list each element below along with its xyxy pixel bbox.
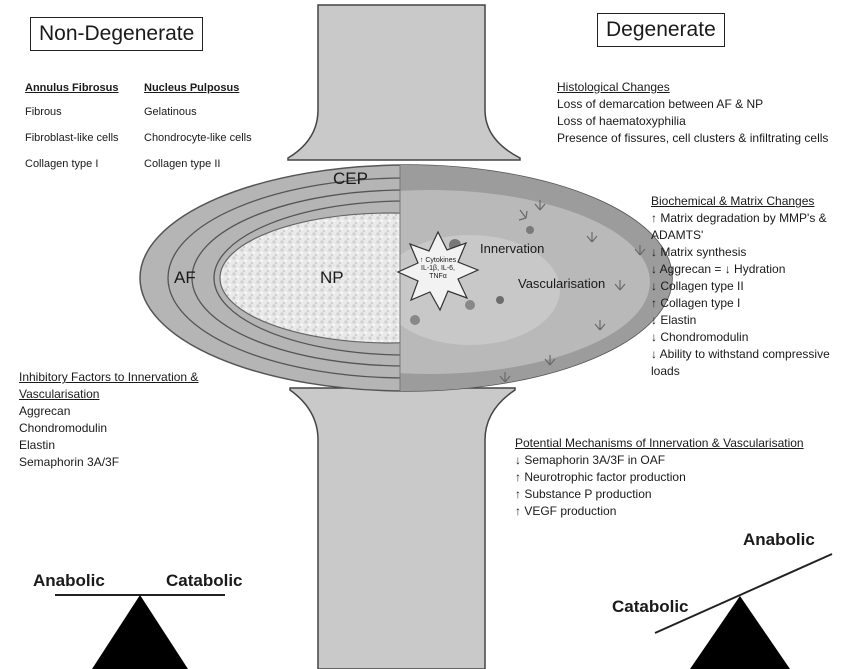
inhibitory-item: Chondromodulin [19, 420, 198, 437]
biochemical-item: ↓ Elastin [651, 312, 830, 329]
nucleus-item: Gelatinous [144, 106, 252, 119]
histological-item: Presence of fissures, cell clusters & in… [557, 130, 828, 147]
mechanisms-item: ↓ Semaphorin 3A/3F in OAF [515, 452, 804, 469]
biochemical-changes: Biochemical & Matrix Changes ↑ Matrix de… [651, 193, 830, 380]
upper-vertebra [288, 5, 520, 160]
biochemical-item: ↓ Chondromodulin [651, 329, 830, 346]
biochemical-item: ↑ Collagen type I [651, 295, 830, 312]
biochemical-item: ↓ Matrix synthesis [651, 244, 830, 261]
biochemical-item: ↓ Collagen type II [651, 278, 830, 295]
nucleus-item: Collagen type II [144, 158, 252, 171]
histological-changes: Histological Changes Loss of demarcation… [557, 79, 828, 147]
label-np: NP [320, 268, 344, 288]
nucleus-item: Chondrocyte-like cells [144, 132, 252, 145]
cytokines-line3: TNFα [403, 273, 473, 281]
biochemical-item: ↓ Aggrecan = ↓ Hydration [651, 261, 830, 278]
potential-mechanisms: Potential Mechanisms of Innervation & Va… [515, 435, 804, 520]
biochemical-heading: Biochemical & Matrix Changes [651, 193, 830, 210]
left-catabolic-label: Catabolic [166, 571, 243, 591]
nucleus-column: Nucleus Pulposus Gelatinous Chondrocyte-… [144, 82, 252, 184]
histological-heading: Histological Changes [557, 79, 828, 96]
mechanisms-item: ↑ VEGF production [515, 503, 804, 520]
inhibitory-heading-line1: Inhibitory Factors to Innervation & [19, 369, 198, 386]
right-catabolic-label: Catabolic [612, 597, 689, 617]
inhibitory-item: Elastin [19, 437, 198, 454]
label-cep: CEP [333, 169, 368, 189]
biochemical-item: ADAMTS' [651, 227, 830, 244]
inhibitory-item: Aggrecan [19, 403, 198, 420]
inhibitory-factors: Inhibitory Factors to Innervation & Vasc… [19, 369, 198, 471]
right-balance-fulcrum [690, 596, 790, 669]
annulus-item: Collagen type I [25, 158, 119, 171]
title-degenerate: Degenerate [597, 13, 725, 47]
biochemical-item: ↓ Ability to withstand compressive [651, 346, 830, 363]
annulus-column: Annulus Fibrosus Fibrous Fibroblast-like… [25, 82, 119, 184]
cytokines-line2: IL-1β, IL-6, [403, 265, 473, 273]
histological-item: Loss of haematoxyphilia [557, 113, 828, 130]
left-balance-fulcrum [92, 595, 188, 669]
mechanisms-item: ↑ Neurotrophic factor production [515, 469, 804, 486]
mechanisms-heading: Potential Mechanisms of Innervation & Va… [515, 435, 804, 452]
right-anabolic-label: Anabolic [743, 530, 815, 550]
title-non-degenerate: Non-Degenerate [30, 17, 203, 51]
annulus-heading: Annulus Fibrosus [25, 82, 119, 95]
nucleus-heading: Nucleus Pulposus [144, 82, 252, 95]
cytokines-line1: ↑ Cytokines [403, 257, 473, 265]
biochemical-item: loads [651, 363, 830, 380]
annulus-item: Fibrous [25, 106, 119, 119]
label-innervation: Innervation [480, 241, 544, 256]
biochemical-item: ↑ Matrix degradation by MMP's & [651, 210, 830, 227]
label-af: AF [174, 268, 196, 288]
mechanisms-item: ↑ Substance P production [515, 486, 804, 503]
histological-item: Loss of demarcation between AF & NP [557, 96, 828, 113]
lower-vertebra [290, 388, 515, 669]
label-vascularisation: Vascularisation [518, 276, 605, 291]
inhibitory-item: Semaphorin 3A/3F [19, 454, 198, 471]
annulus-item: Fibroblast-like cells [25, 132, 119, 145]
left-anabolic-label: Anabolic [33, 571, 105, 591]
inhibitory-heading-line2: Vascularisation [19, 386, 198, 403]
label-cytokines: ↑ Cytokines IL-1β, IL-6, TNFα [403, 257, 473, 281]
